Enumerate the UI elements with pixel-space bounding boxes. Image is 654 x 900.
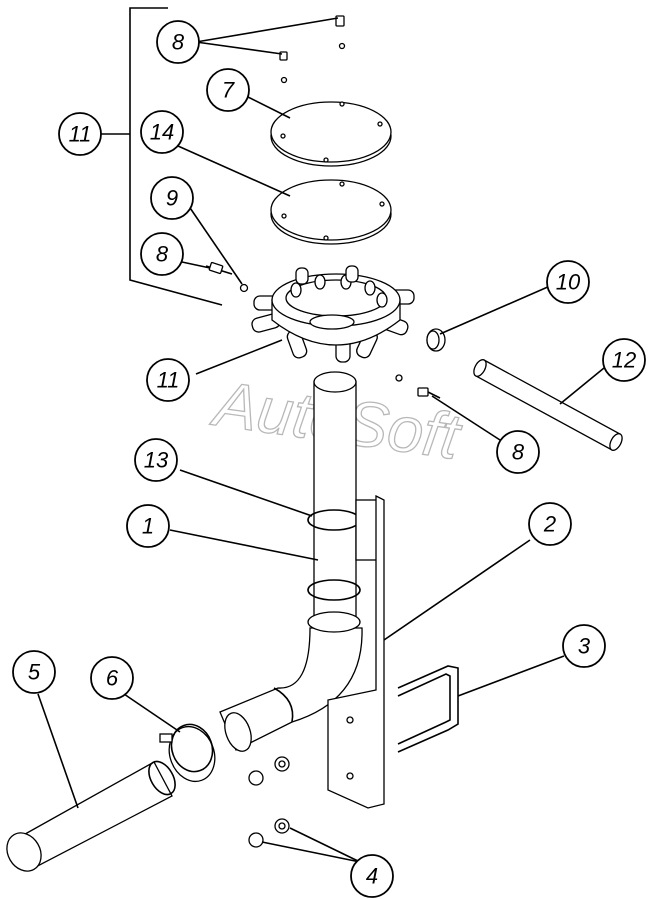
leader-line: [169, 529, 319, 561]
callout-circle: [126, 504, 170, 548]
leader-line: [195, 17, 339, 43]
callout-label: 10: [556, 270, 581, 295]
leader-line: [179, 469, 313, 517]
callout-circle: [602, 338, 646, 382]
callout-label: 8: [512, 440, 525, 465]
hose-5: [6, 760, 176, 872]
callout-label: 14: [150, 120, 174, 145]
callout-circle: [546, 260, 590, 304]
mounting-bracket: [327, 494, 385, 809]
callout-label: 9: [166, 186, 178, 211]
leader-line: [37, 693, 79, 809]
cap-10: [426, 328, 446, 352]
callout-circle: [58, 112, 102, 156]
standpipe: [219, 371, 363, 752]
leader-line: [289, 827, 361, 863]
leader-line: [195, 41, 283, 55]
callout-label: 13: [144, 448, 169, 473]
callout-label: 3: [578, 634, 591, 659]
callout-circle: [156, 20, 200, 64]
gasket-plate-14: [270, 179, 392, 245]
callout-circle: [12, 650, 56, 694]
callout-circle: [150, 176, 194, 220]
callout-label: 6: [106, 666, 119, 691]
leader-line: [261, 841, 361, 863]
callout-circle: [90, 656, 134, 700]
rod-12: [473, 359, 623, 451]
callout-label: 4: [366, 864, 378, 889]
u-bolt: [397, 665, 459, 753]
callout-label: 2: [543, 512, 556, 537]
leader-line: [457, 655, 565, 697]
bolt-left: [205, 261, 249, 293]
manifold-hub: [251, 265, 415, 363]
bolt-right: [395, 374, 441, 399]
callout-label: 11: [69, 122, 92, 147]
leader-line: [383, 539, 531, 641]
callout-circle: [496, 430, 540, 474]
callout-circle: [140, 110, 184, 154]
leader-line: [439, 285, 551, 335]
nuts-washers: [248, 756, 290, 848]
hose-clamp: [159, 723, 216, 783]
leader-line: [123, 693, 181, 733]
callout-label: 12: [612, 348, 636, 373]
callout-label: 7: [222, 78, 235, 103]
leader-line: [177, 145, 291, 197]
leader-line: [559, 367, 605, 405]
callout-label: 8: [156, 242, 169, 267]
leader-line: [185, 201, 243, 285]
leader-line: [181, 261, 211, 269]
callout-label: 1: [142, 514, 154, 539]
callout-label: 8: [172, 30, 185, 55]
leader-line: [195, 339, 283, 375]
callout-circle: [140, 232, 184, 276]
callout-circle: [206, 68, 250, 112]
callout-circle: [528, 502, 572, 546]
callout-label: 11: [157, 368, 180, 393]
callout-circle: [146, 358, 190, 402]
callout-circle: [134, 438, 178, 482]
callout-circle: [350, 854, 394, 898]
cover-plate-7: [270, 101, 392, 167]
leader-line: [245, 95, 291, 119]
leader-line: [431, 395, 501, 441]
callout-label: 5: [28, 660, 41, 685]
callout-circle: [562, 624, 606, 668]
assembly-bracket: [129, 7, 223, 306]
